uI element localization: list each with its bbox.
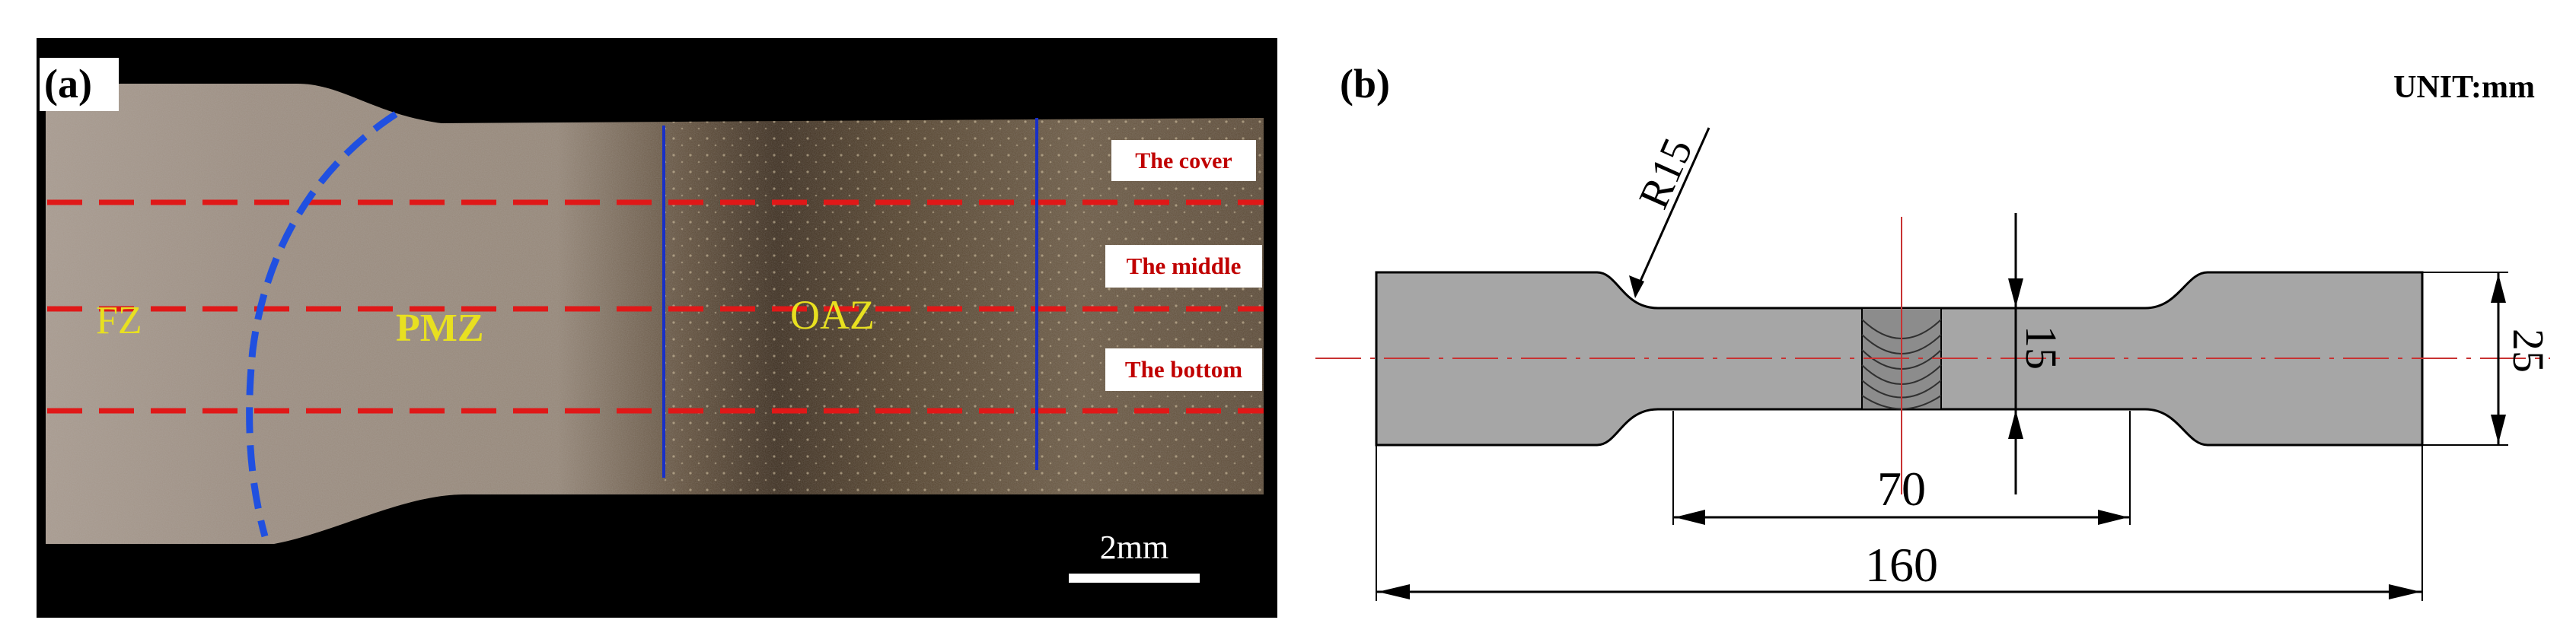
radius-arrowhead (1629, 275, 1644, 298)
gauge-width-arrow-bottom (2008, 410, 2023, 439)
total-length-label: 160 (1865, 538, 1938, 592)
gauge-width-arrow-top (2008, 278, 2023, 307)
gauge-length-label: 70 (1877, 462, 1926, 516)
layer-label-box-middle (1105, 245, 1262, 288)
layer-label-middle: The middle (1127, 253, 1242, 279)
scale-bar (1069, 574, 1200, 583)
grip-width-label: 25 (2504, 329, 2553, 373)
grip-width-arrow-bottom (2491, 415, 2506, 443)
panel-a-label-box (40, 58, 119, 111)
gauge-length-arrow-right (2098, 510, 2128, 525)
zone-label-oaz: OAZ (790, 292, 875, 338)
grip-width-arrow-top (2491, 274, 2506, 303)
layer-label-box-bottom (1105, 348, 1262, 391)
panel-a: FZ PMZ OAZ The cover The middle The bott… (37, 38, 1277, 618)
radius-leader (1634, 127, 1710, 294)
gauge-width-label: 15 (2016, 326, 2066, 370)
fusion-boundary (246, 111, 398, 538)
layer-label-box-cover (1111, 140, 1256, 181)
layer-label-cover: The cover (1135, 148, 1232, 173)
zone-label-pmz: PMZ (396, 307, 484, 350)
panel-b-label: (b) (1340, 61, 1390, 106)
scale-bar-label: 2mm (1100, 529, 1168, 566)
panel-a-label: (a) (44, 61, 92, 106)
total-length-arrow-left (1378, 584, 1410, 599)
total-length-arrow-right (2389, 584, 2421, 599)
radius-label: R15 (1630, 132, 1702, 216)
oaz-speckle (662, 118, 1264, 494)
gauge-length-arrow-left (1675, 510, 1705, 525)
zone-label-fz: FZ (96, 299, 142, 342)
layer-label-bottom: The bottom (1125, 356, 1242, 383)
unit-label: UNIT:mm (2393, 70, 2535, 105)
panel-b: (b) UNIT:mm R15 15 25 (1315, 61, 2553, 601)
